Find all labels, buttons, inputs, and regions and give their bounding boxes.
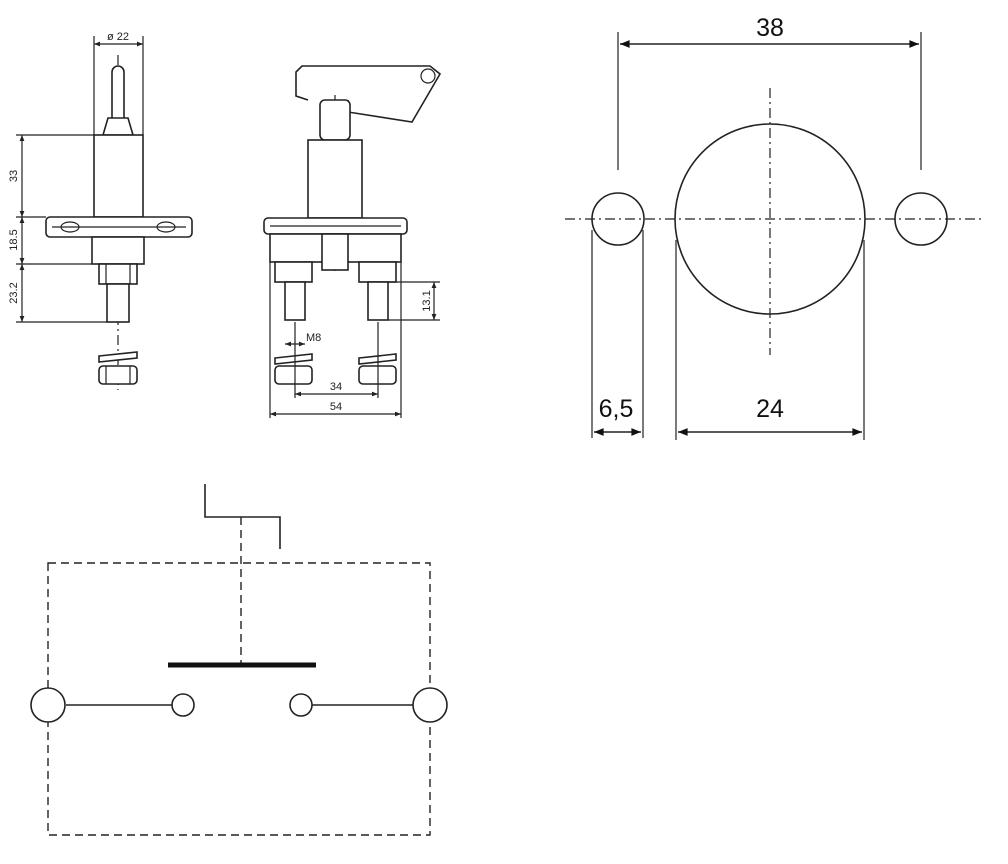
terminal-left [30,687,66,723]
pattern-center-hole [674,123,866,315]
side-key-blade [111,65,125,125]
dim-33: 33 [8,170,20,182]
side-view: ø 22 33 18.5 23.2 [8,31,193,390]
front-left-washer [274,353,313,365]
dim-23-2: 23.2 [8,282,20,303]
side-body [93,134,144,218]
front-left-stud [284,281,306,321]
front-left-nut [274,261,313,283]
side-stud [106,283,130,323]
front-view: M8 13.1 34 54 [263,65,442,418]
front-body [307,139,363,219]
side-washer [98,351,138,363]
side-lower-body [91,236,145,265]
front-right-stud [367,281,389,321]
front-center-boss [321,233,349,271]
dim-18-5: 18.5 [8,229,20,250]
dim-34: 34 [330,381,342,393]
switch-schematic [30,484,448,836]
side-nut [98,263,138,285]
terminal-right [412,687,448,723]
front-right-nut [358,261,397,283]
dim-54: 54 [330,401,342,413]
side-loose-nut [98,365,138,385]
enclosure [47,562,431,836]
front-key-head [319,99,351,141]
dim-m8: M8 [306,332,321,344]
side-key-neck [101,117,135,136]
pattern-right-hole [894,192,948,246]
dim-6-5: 6,5 [599,395,634,423]
dim-38: 38 [756,14,784,42]
front-key-ring [420,68,436,84]
contact-right [289,693,313,717]
dim-13-1: 13.1 [421,290,433,311]
hole-pattern: 38 6,5 24 [565,14,985,440]
dim-diameter: ø 22 [107,31,129,43]
actuator-symbol [204,484,281,549]
front-key-handle [295,65,442,123]
dim-24: 24 [756,395,784,423]
pattern-left-hole [591,192,645,246]
contact-left [171,693,195,717]
front-left-loose-nut [274,365,313,385]
